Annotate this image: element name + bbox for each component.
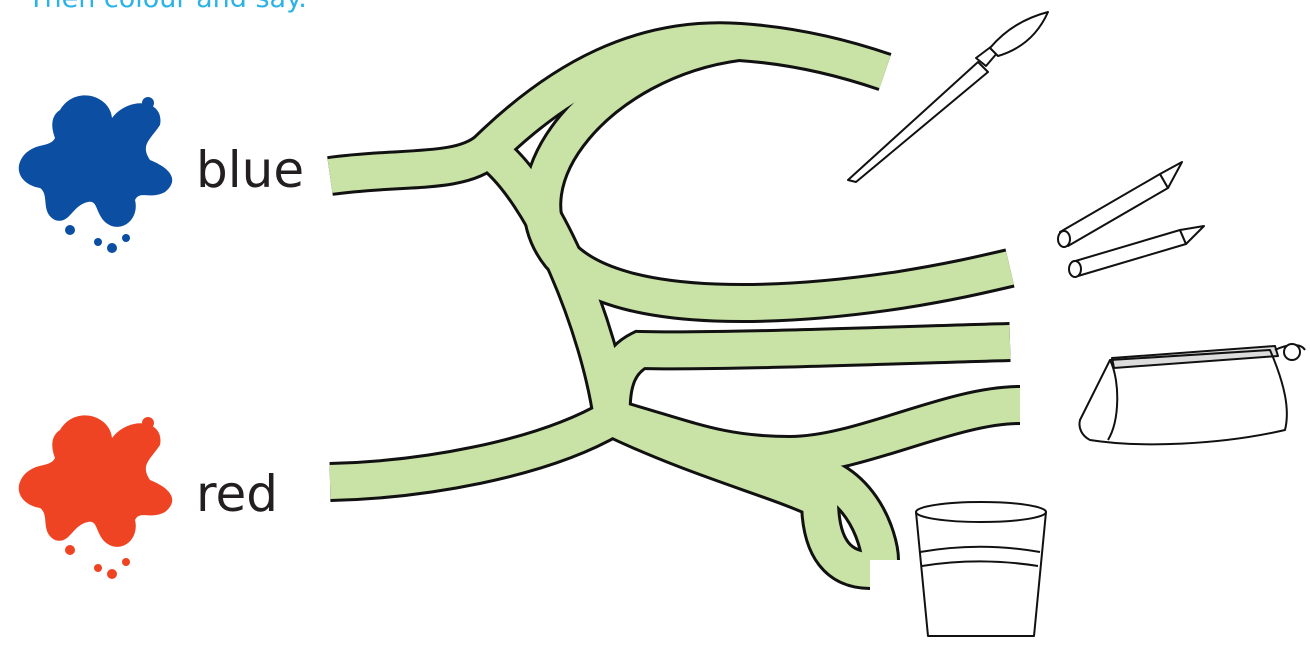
pencil-case-icon: [1079, 344, 1305, 444]
red-paint-splat-icon: [19, 415, 172, 579]
paintbrush-icon: [848, 12, 1048, 182]
water-cup-icon: [916, 502, 1046, 636]
crayons-icon: [1058, 162, 1204, 277]
label-blue: blue: [196, 142, 304, 198]
blue-paint-splat-icon: [19, 95, 172, 253]
label-red: red: [196, 466, 278, 522]
